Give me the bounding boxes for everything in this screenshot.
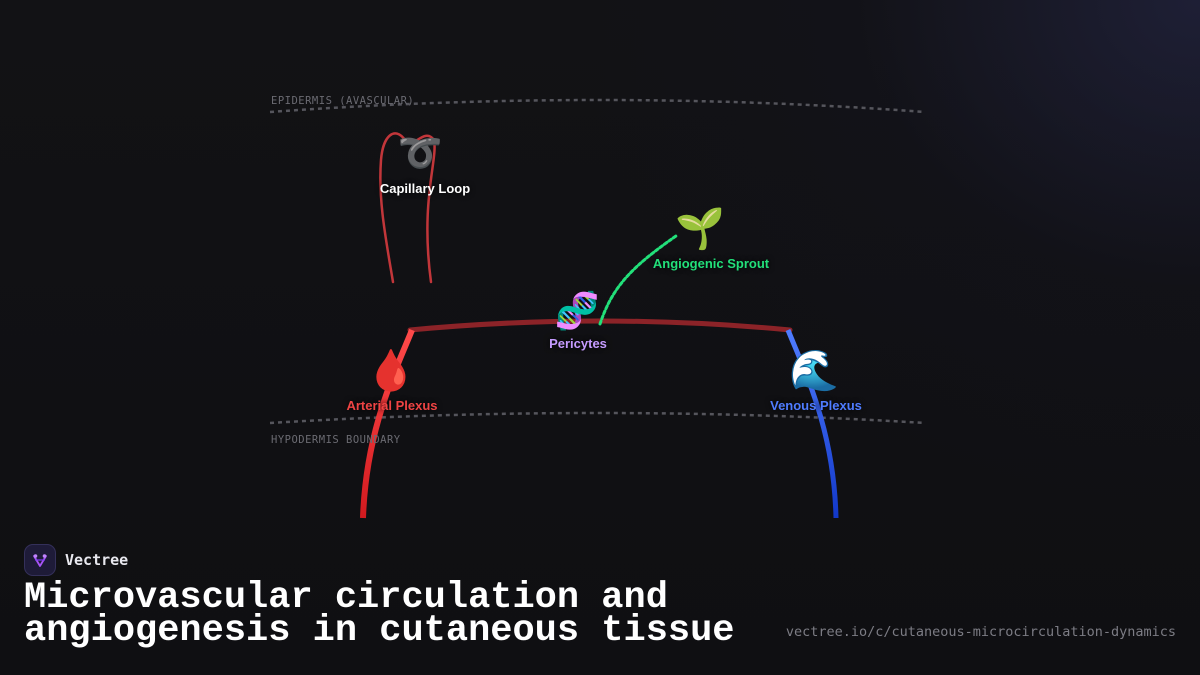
capillary-loop-vessel: [379, 132, 436, 284]
blood-drop-icon: 🩸: [366, 348, 416, 394]
brand-name: Vectree: [65, 551, 129, 569]
venous-vessel: [785, 329, 839, 519]
arterial-vessel: [360, 328, 415, 519]
vectree-logo-icon: [24, 544, 56, 576]
wave-icon: 🌊: [789, 348, 839, 394]
venous-plexus-label: Venous Plexus: [770, 398, 862, 413]
angiogenic-sprout-vessel: [598, 234, 678, 326]
page-title: Microvascular circulation and angiogenes…: [24, 577, 735, 652]
capillary-loop-icon: ➰: [397, 133, 443, 174]
hypodermis-boundary: [269, 411, 926, 425]
vectree-logo-mark: [33, 554, 47, 567]
hypodermis-label: HYPODERMIS BOUNDARY: [271, 434, 401, 446]
pericytes-label: Pericytes: [549, 336, 607, 351]
epidermis-label: EPIDERMIS (AVASCULAR): [271, 95, 415, 107]
brand: Vectree: [24, 544, 128, 576]
sprout-icon: 🌱: [675, 206, 725, 252]
dna-icon: 🧬: [554, 291, 600, 332]
angiogenic-sprout-label: Angiogenic Sprout: [652, 256, 770, 271]
epidermis-boundary: [269, 98, 926, 114]
source-url: vectree.io/c/cutaneous-microcirculation-…: [785, 624, 1176, 640]
arterial-plexus-label: Arterial Plexus: [346, 398, 438, 413]
capillary-loop-label: Capillary Loop: [379, 181, 471, 196]
